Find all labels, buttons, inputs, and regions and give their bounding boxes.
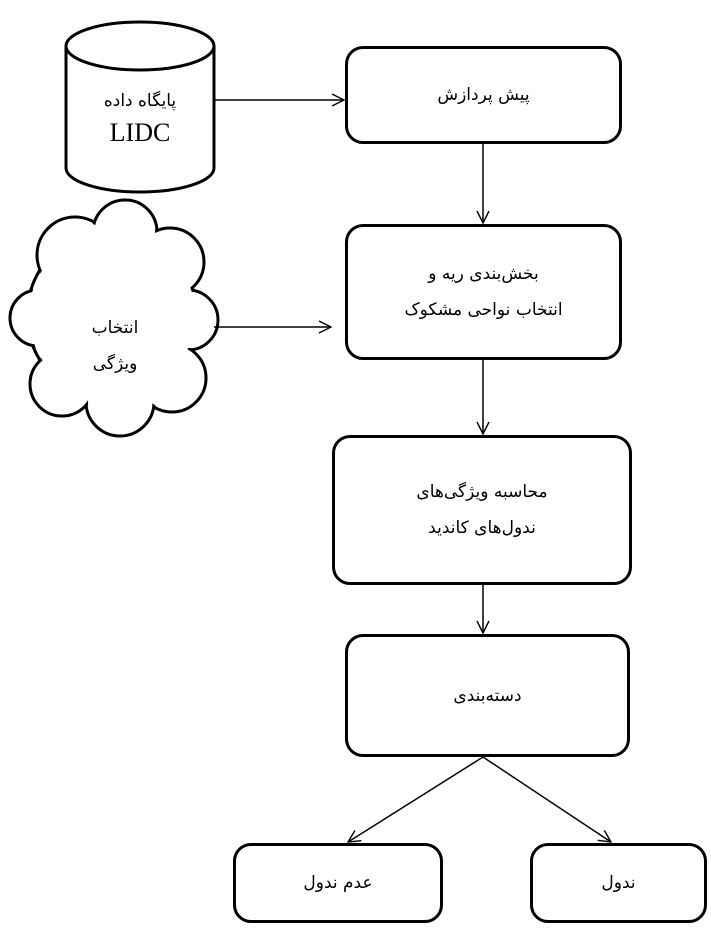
segmentation-line-1: بخش‌بندی ریه و (428, 264, 539, 284)
arrow-classification-to-non-nodule (348, 756, 484, 842)
segmentation-line-2: انتخاب نواحی مشکوک (404, 300, 563, 320)
nodule-box: ندول (530, 843, 707, 923)
feature-selection-label: انتخاب ویژگی (60, 310, 170, 382)
database-cylinder (64, 20, 216, 194)
nodule-label: ندول (601, 873, 636, 893)
feature-selection-cloud-fill (12, 202, 216, 434)
database-name: پایگاه داده (103, 91, 177, 111)
segmentation-box: بخش‌بندی ریه و انتخاب نواحی مشکوک (345, 224, 622, 360)
non-nodule-label: عدم ندول (303, 873, 373, 893)
classification-box: دسته‌بندی (345, 634, 630, 757)
preprocess-box: پیش پردازش (345, 46, 622, 144)
feature-selection-line-2: ویژگی (92, 354, 138, 374)
classification-label: دسته‌بندی (453, 685, 522, 706)
database-code: LIDC (109, 118, 171, 147)
non-nodule-box: عدم ندول (233, 843, 443, 923)
features-line-1: محاسبه ویژگی‌های (416, 482, 548, 502)
database-label: پایگاه داده LIDC (70, 86, 210, 150)
features-box: محاسبه ویژگی‌های ندول‌های کاندید (332, 435, 632, 585)
feature-selection-line-1: انتخاب (91, 318, 139, 338)
preprocess-label: پیش پردازش (437, 85, 530, 105)
arrow-classification-to-nodule (482, 756, 611, 842)
features-line-2: ندول‌های کاندید (428, 518, 536, 538)
